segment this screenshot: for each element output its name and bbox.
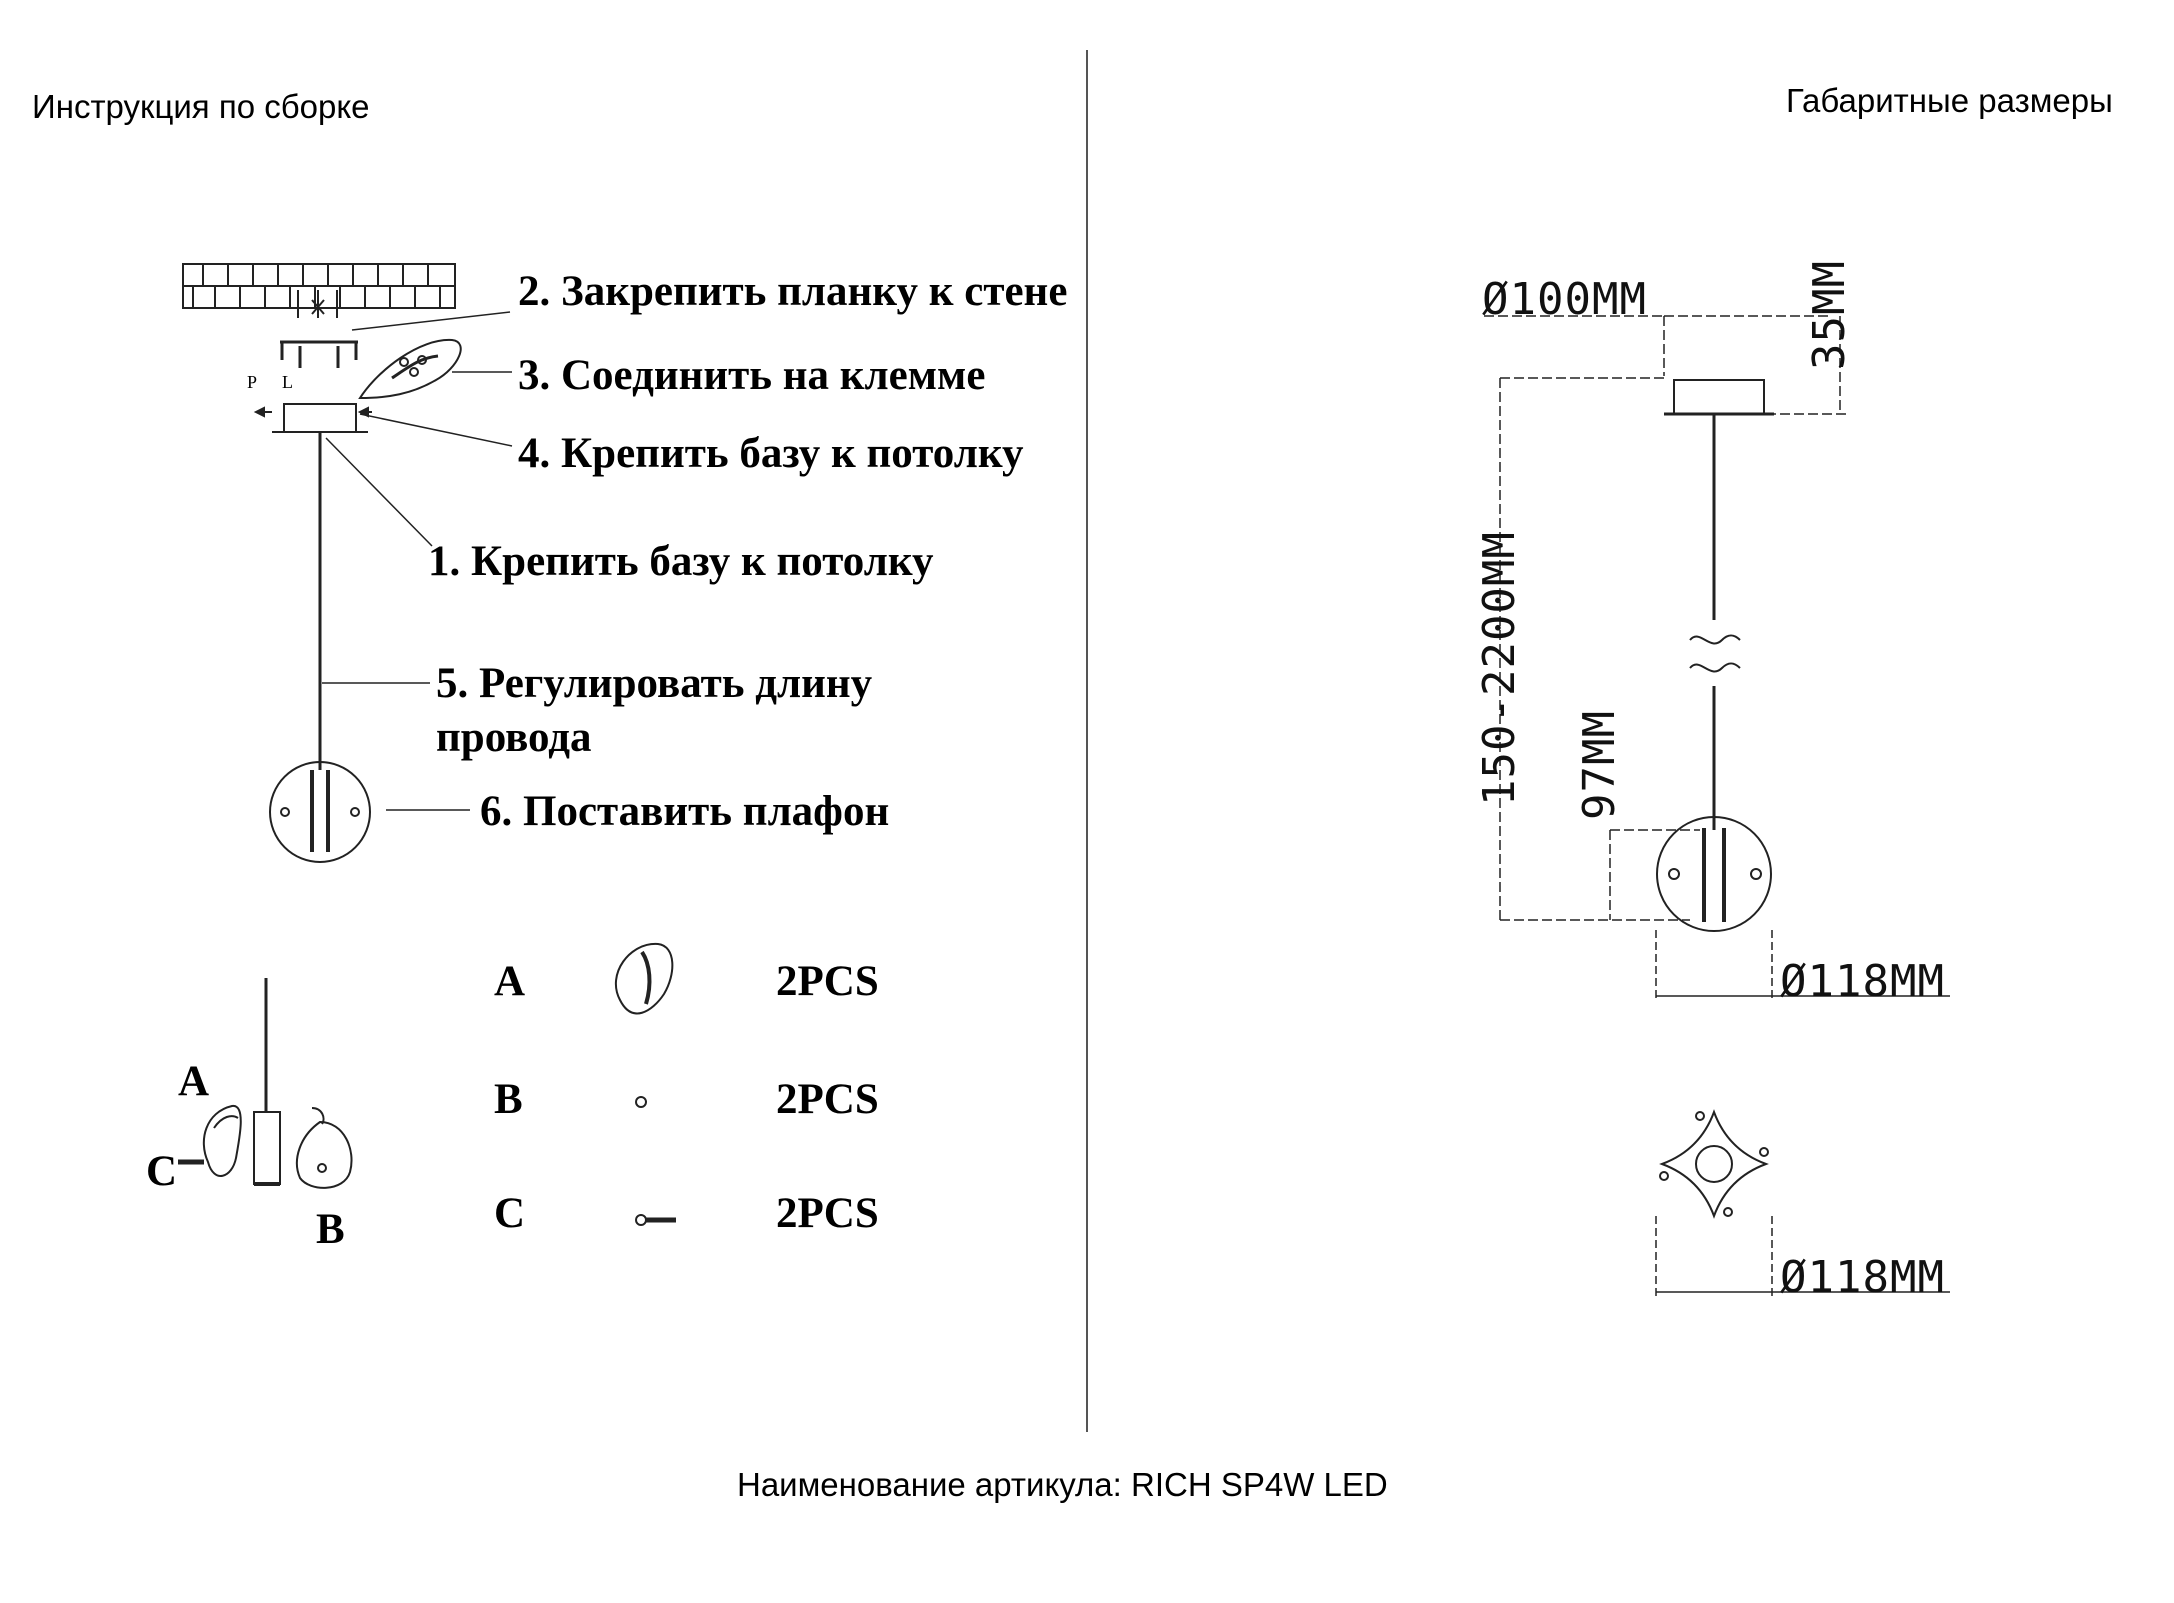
step-2-label: 2. Закрепить планку к стене [518, 268, 1068, 315]
ceiling-bricks [182, 263, 456, 309]
shade-height-label: 97MM [1574, 710, 1625, 820]
article-name: Наименование артикула: RICH SP4W LED [737, 1466, 1388, 1503]
shade-diameter-label: Ø118MM [1780, 956, 1945, 1007]
part-b-letter: B [494, 1076, 523, 1123]
part-b-quantity: 2PCS [776, 1076, 879, 1123]
dim-top-view [1659, 1109, 1769, 1219]
terminal-block-detail [358, 338, 462, 400]
exploded-label-b: B [316, 1206, 345, 1253]
canopy-diameter-label: Ø100MM [1482, 274, 1647, 325]
top-view-diameter-label: Ø118MM [1780, 1252, 1945, 1303]
part-c-quantity: 2PCS [776, 1190, 879, 1237]
step-5-label-line2: провода [436, 714, 592, 761]
part-c-icon [635, 1214, 676, 1226]
step-1-label: 1. Крепить базу к потолку [428, 538, 934, 585]
exploded-view [178, 978, 353, 1189]
step-4-label: 4. Крепить базу к потолку [518, 430, 1024, 477]
wire-label: L [282, 372, 293, 392]
wire-label: P [247, 372, 257, 392]
dim-top-view-width-lines [1655, 1216, 1950, 1296]
leader-lines [322, 311, 513, 811]
canopy-height-label: 35MM [1804, 260, 1855, 370]
ceiling-screws [297, 290, 338, 318]
globe-shade [269, 761, 371, 863]
part-a-quantity: 2PCS [776, 958, 879, 1005]
part-a-letter: A [494, 958, 526, 1005]
part-a-icon [614, 942, 674, 1015]
dimensions-title: Габаритные размеры [1786, 82, 2113, 119]
exploded-label-c: C [146, 1148, 178, 1195]
part-c-letter: C [494, 1190, 526, 1237]
step-5-label-line1: 5. Регулировать длину [436, 660, 873, 707]
mounting-bracket [280, 340, 358, 368]
exploded-label-a: A [178, 1058, 210, 1105]
dim-globe [1656, 816, 1772, 932]
step-3-label: 3. Соединить на клемме [518, 352, 986, 399]
dim-shade-width-lines [1655, 930, 1950, 1000]
dim-length-lines [1499, 377, 1700, 921]
step-6-label: 6. Поставить плафон [480, 788, 890, 835]
part-b-icon [635, 1096, 647, 1108]
assembly-instructions-title: Инструкция по сборке [32, 88, 370, 125]
cord-length-label: 150-2200MM [1474, 531, 1525, 806]
dim-cord [1689, 414, 1741, 830]
dim-canopy [1664, 379, 1774, 416]
dim-canopy-lines [1484, 315, 1846, 415]
page-divider [1086, 50, 1088, 1432]
